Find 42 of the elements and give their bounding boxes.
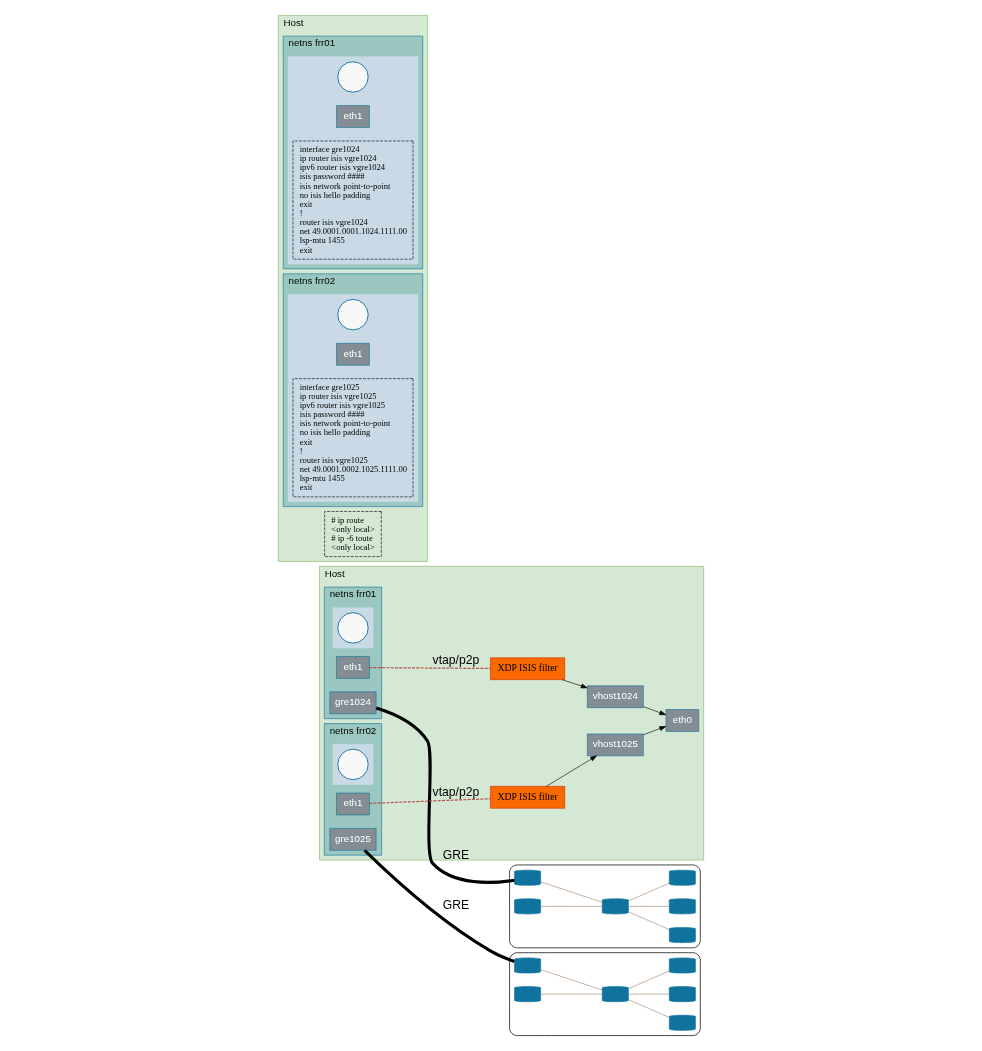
edge-label: vtap/p2p	[432, 653, 480, 668]
connector	[540, 906, 603, 907]
node-box: XDP ISIS filter	[490, 786, 566, 809]
node-box: vhost1025	[587, 733, 644, 757]
edge-label: vtap/p2p	[432, 785, 480, 800]
connector	[628, 999, 670, 1018]
node-box: eth1	[336, 656, 370, 679]
connector	[628, 970, 670, 989]
connector	[628, 882, 670, 902]
node-box: eth0	[665, 709, 700, 732]
connector	[628, 906, 670, 907]
connector	[628, 911, 670, 930]
node-box: XDP ISIS filter	[490, 657, 566, 680]
connector	[540, 969, 603, 991]
node-box: vhost1024	[587, 685, 644, 709]
node-box: interface gre1025 ip router isis vgre1025 ipv6 router isis vgre1025 isis password #### isis network point-to-point no isis hello padding exit ! router isis vgre1025 net 49.0001.0002.1025.1111.00 lsp-mtu 1455 exit	[292, 378, 414, 498]
edge-label: GRE	[442, 848, 470, 863]
arrow	[546, 755, 597, 787]
connector	[628, 993, 670, 995]
arrow	[643, 726, 667, 735]
node-box: gre1025	[329, 828, 377, 851]
node-circle	[337, 298, 369, 331]
cluster	[287, 56, 419, 265]
node-box: eth1	[336, 342, 370, 366]
arrow	[561, 679, 588, 689]
cluster	[509, 864, 701, 949]
connector	[363, 849, 515, 963]
connector	[368, 667, 491, 670]
node-circle	[337, 61, 369, 93]
arrow	[643, 706, 667, 716]
connector	[540, 881, 603, 903]
connector	[375, 706, 515, 884]
node-box: # ip route <only local> # ip -6 toute <only local>	[324, 511, 382, 557]
cluster	[287, 294, 419, 503]
node-box: interface gre1024 ip router isis vgre1024 ipv6 router isis vgre1024 isis password #### isis network point-to-point no isis hello padding exit ! router isis vgre1024 net 49.0001.0001.1024.1111.00 lsp-mtu 1455 exit	[292, 140, 414, 260]
node-box: eth1	[336, 792, 370, 816]
cluster	[509, 952, 701, 1036]
connector	[540, 993, 603, 995]
connector	[368, 798, 491, 804]
node-box: eth1	[336, 105, 370, 128]
edge-label: GRE	[442, 897, 470, 912]
node-box: gre1024	[329, 691, 377, 715]
